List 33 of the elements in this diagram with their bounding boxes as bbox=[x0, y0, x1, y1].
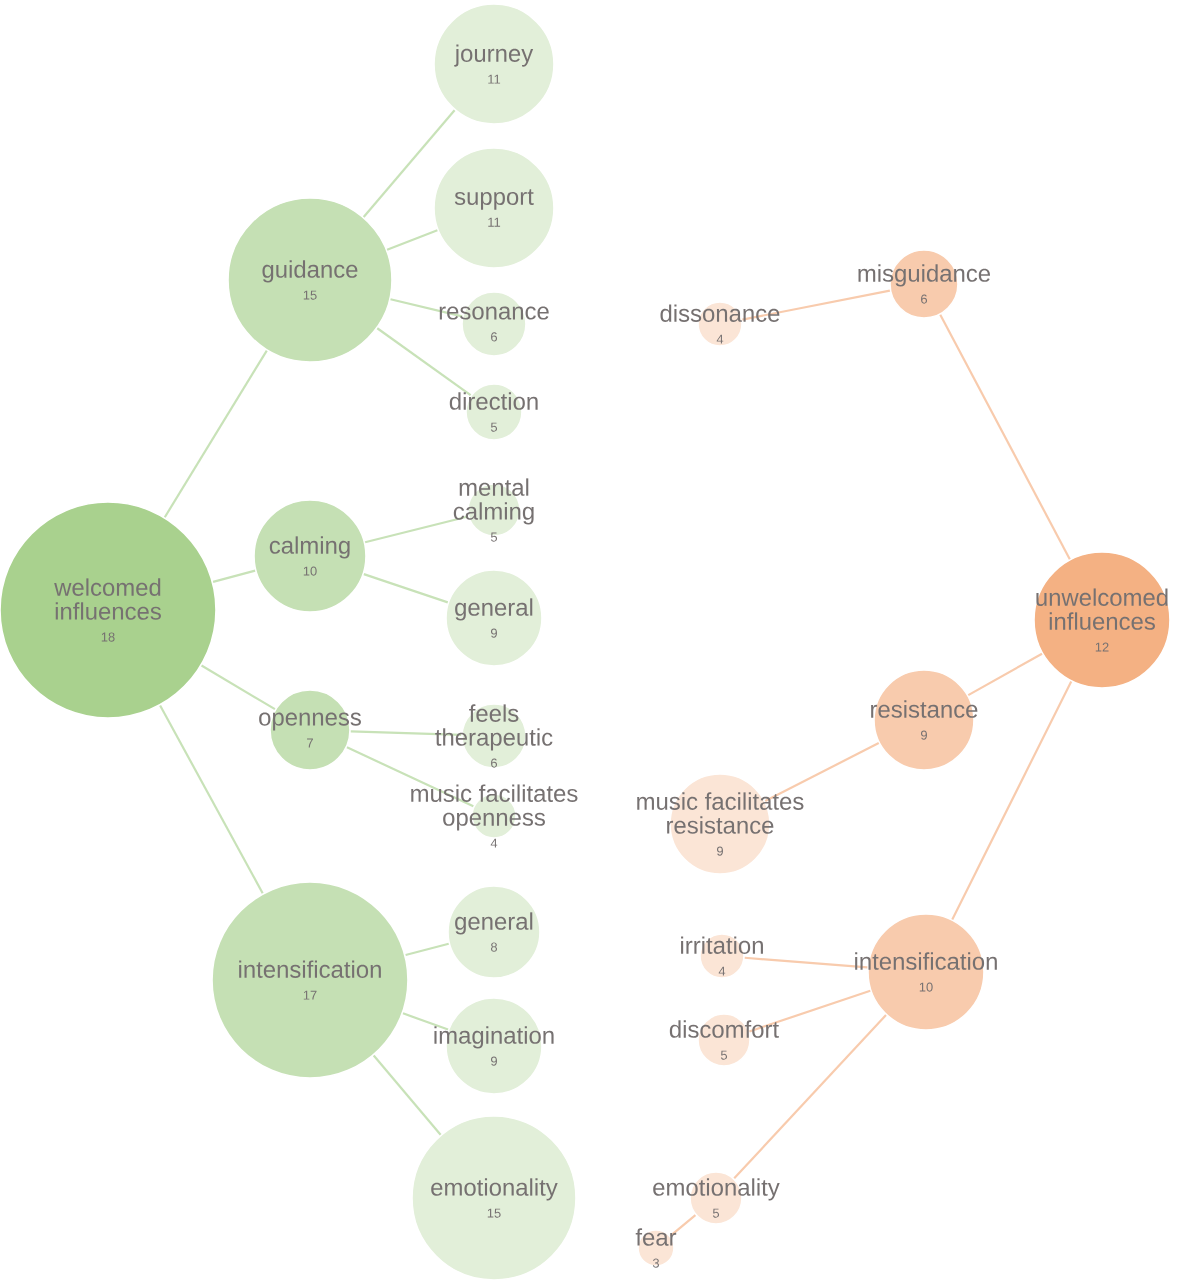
connector-line bbox=[372, 1054, 442, 1136]
connector-line bbox=[749, 989, 871, 1033]
connector-line bbox=[669, 1214, 697, 1237]
connector-line bbox=[363, 573, 449, 604]
connector-line bbox=[744, 956, 868, 969]
connector-line bbox=[742, 289, 891, 321]
circle-node bbox=[433, 147, 555, 269]
connector-line bbox=[346, 746, 474, 808]
connector-line bbox=[733, 1014, 887, 1180]
circle-node bbox=[445, 569, 543, 667]
connector-line bbox=[402, 1012, 449, 1031]
connector-line bbox=[200, 664, 276, 711]
connector-line bbox=[386, 229, 438, 251]
circle-node bbox=[253, 499, 367, 613]
circle-node bbox=[433, 3, 555, 125]
connector-line bbox=[951, 681, 1073, 920]
connector-line bbox=[939, 314, 1071, 560]
connector-line bbox=[764, 742, 880, 802]
connector-line bbox=[967, 652, 1043, 697]
connector-line bbox=[163, 350, 268, 518]
circle-node bbox=[447, 885, 541, 979]
circle-node bbox=[211, 881, 409, 1079]
connector-line bbox=[390, 298, 463, 318]
connector-line bbox=[159, 704, 264, 894]
connector-line bbox=[405, 942, 449, 957]
connector-line bbox=[350, 730, 462, 736]
circle-node bbox=[1033, 551, 1171, 689]
circle-node bbox=[227, 197, 393, 363]
circle-node bbox=[411, 1115, 577, 1281]
connector-line bbox=[212, 569, 256, 583]
connector-line bbox=[362, 109, 456, 218]
connector-line bbox=[364, 515, 469, 544]
connector-line bbox=[376, 327, 472, 397]
